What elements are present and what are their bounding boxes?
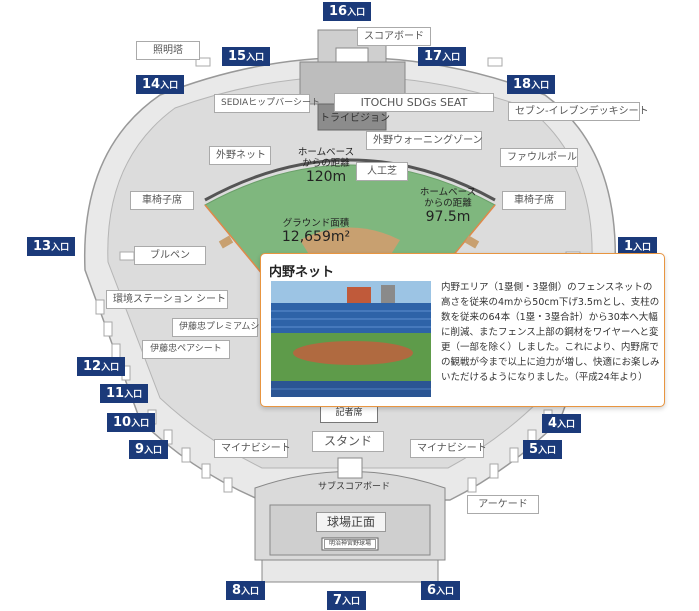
gate-13[interactable]: 13入口 (27, 237, 76, 256)
label-sub-scoreboard[interactable]: サブスコアボード (318, 482, 391, 492)
gate-number: 8 (232, 583, 242, 598)
sub-scoreboard-box (337, 457, 363, 479)
gate-suffix: 入口 (347, 8, 366, 18)
gate-16[interactable]: 16入口 (323, 2, 372, 21)
gate-1[interactable]: 1入口 (618, 237, 658, 256)
gate-suffix: 入口 (241, 587, 260, 597)
gate-number: 15 (228, 49, 247, 64)
gate-suffix: 入口 (131, 419, 150, 429)
gate-7[interactable]: 7入口 (327, 591, 367, 610)
gate-number: 1 (624, 239, 634, 254)
ground-area-label: グラウンド面積 (282, 218, 350, 229)
gate-number: 7 (333, 593, 343, 608)
gate-number: 6 (427, 583, 437, 598)
label-scoreboard[interactable]: スコアボード (357, 27, 431, 46)
gate-18[interactable]: 18入口 (507, 75, 556, 94)
label-bullpen[interactable]: ブルペン (134, 246, 206, 265)
label-itochu-pair-seat[interactable]: 伊藤忠ペアシート (142, 340, 230, 359)
gate-6[interactable]: 6入口 (421, 581, 461, 600)
gate-number: 17 (424, 49, 443, 64)
gate-11[interactable]: 11入口 (100, 384, 149, 403)
label-itochu-sdgs-seat[interactable]: ITOCHU SDGs SEAT (334, 93, 494, 112)
gate-12[interactable]: 12入口 (77, 357, 126, 376)
label-seven-eleven-deck[interactable]: セブン-イレブンデッキシート (508, 102, 649, 121)
gate-number: 4 (548, 416, 558, 431)
gate-number: 10 (113, 415, 132, 430)
label-lighting-tower[interactable]: 照明塔 (136, 41, 200, 60)
gate-suffix: 入口 (101, 363, 120, 373)
bullpen-right (464, 235, 480, 249)
gate-suffix: 入口 (342, 597, 361, 607)
label-trivision[interactable]: トライビジョン (320, 113, 390, 124)
infield-net-photo (271, 281, 431, 397)
center-distance-label-2: からの距離 (302, 158, 350, 169)
center-distance-value: 120m (305, 169, 347, 185)
label-foul-pole[interactable]: ファウルポール (500, 148, 578, 167)
ground-area-value: 12,659m² (281, 229, 351, 245)
side-distance-label: ホームベース (419, 187, 477, 198)
gate-number: 5 (529, 442, 539, 457)
center-distance: ホームベース からの距離 120m (286, 147, 366, 185)
gate-suffix: 入口 (436, 587, 455, 597)
gate-suffix: 入口 (51, 243, 70, 253)
label-mynavi-seat-left[interactable]: マイナビシート (214, 439, 291, 458)
label-sedia-seat[interactable]: SEDIAヒップバーシート (214, 94, 320, 113)
side-distance-value: 97.5m (425, 209, 471, 225)
popup-body: 内野エリア（1塁側・3塁側）のフェンスネットの高さを従来の4mから50cm下げ3… (441, 282, 660, 383)
popup-title: 内野ネット (269, 265, 335, 280)
gate-number: 12 (83, 359, 102, 374)
gate-suffix: 入口 (160, 81, 179, 91)
gate-5[interactable]: 5入口 (523, 440, 563, 459)
gate-number: 16 (329, 4, 348, 19)
gate-number: 9 (135, 442, 145, 457)
gate-number: 11 (106, 386, 125, 401)
label-artificial-turf[interactable]: 人工芝 (356, 162, 408, 181)
label-stand[interactable]: スタンド (312, 431, 384, 452)
label-env-station-seat[interactable]: 環境ステーション シート (106, 290, 228, 309)
label-wheelchair-right[interactable]: 車椅子席 (502, 191, 566, 210)
gate-suffix: 入口 (442, 53, 461, 63)
gate-8[interactable]: 8入口 (226, 581, 266, 600)
gate-suffix: 入口 (557, 420, 576, 430)
gate-17[interactable]: 17入口 (418, 47, 467, 66)
gate-suffix: 入口 (633, 243, 652, 253)
label-outfield-warning-zone[interactable]: 外野ウォーニングゾーン (366, 131, 483, 150)
side-distance-label-2: からの距離 (424, 198, 472, 209)
gate-suffix: 入口 (531, 81, 550, 91)
gate-number: 13 (33, 239, 52, 254)
gate-number: 18 (513, 77, 532, 92)
label-arcade[interactable]: アーケード (467, 495, 539, 514)
label-mynavi-seat-right[interactable]: マイナビシート (410, 439, 487, 458)
front-sign: 明治神宮野球場 (324, 539, 376, 549)
bullpen-left (218, 235, 234, 249)
gate-4[interactable]: 4入口 (542, 414, 582, 433)
center-distance-label: ホームベース (297, 147, 355, 158)
gate-15[interactable]: 15入口 (222, 47, 271, 66)
gate-9[interactable]: 9入口 (129, 440, 169, 459)
gate-number: 14 (142, 77, 161, 92)
gate-14[interactable]: 14入口 (136, 75, 185, 94)
infield-net-popup[interactable]: 内野ネット 内野エリア（1塁側・3塁側）のフェンスネットの高さを従来の4mから5… (260, 253, 665, 407)
label-itochu-premium-seat[interactable]: 伊藤忠プレミアムシ (172, 318, 259, 337)
side-distance: ホームベース からの距離 97.5m (408, 187, 488, 225)
gate-suffix: 入口 (246, 53, 265, 63)
gate-suffix: 入口 (538, 446, 557, 456)
gate-10[interactable]: 10入口 (107, 413, 156, 432)
label-outfield-net[interactable]: 外野ネット (209, 146, 271, 165)
gate-suffix: 入口 (124, 390, 143, 400)
gate-suffix: 入口 (144, 446, 163, 456)
label-wheelchair-left[interactable]: 車椅子席 (130, 191, 194, 210)
label-stadium-front[interactable]: 球場正面 (316, 512, 386, 532)
outfield-wall (204, 158, 496, 202)
ground-area: グラウンド面積 12,659m² (268, 218, 364, 245)
